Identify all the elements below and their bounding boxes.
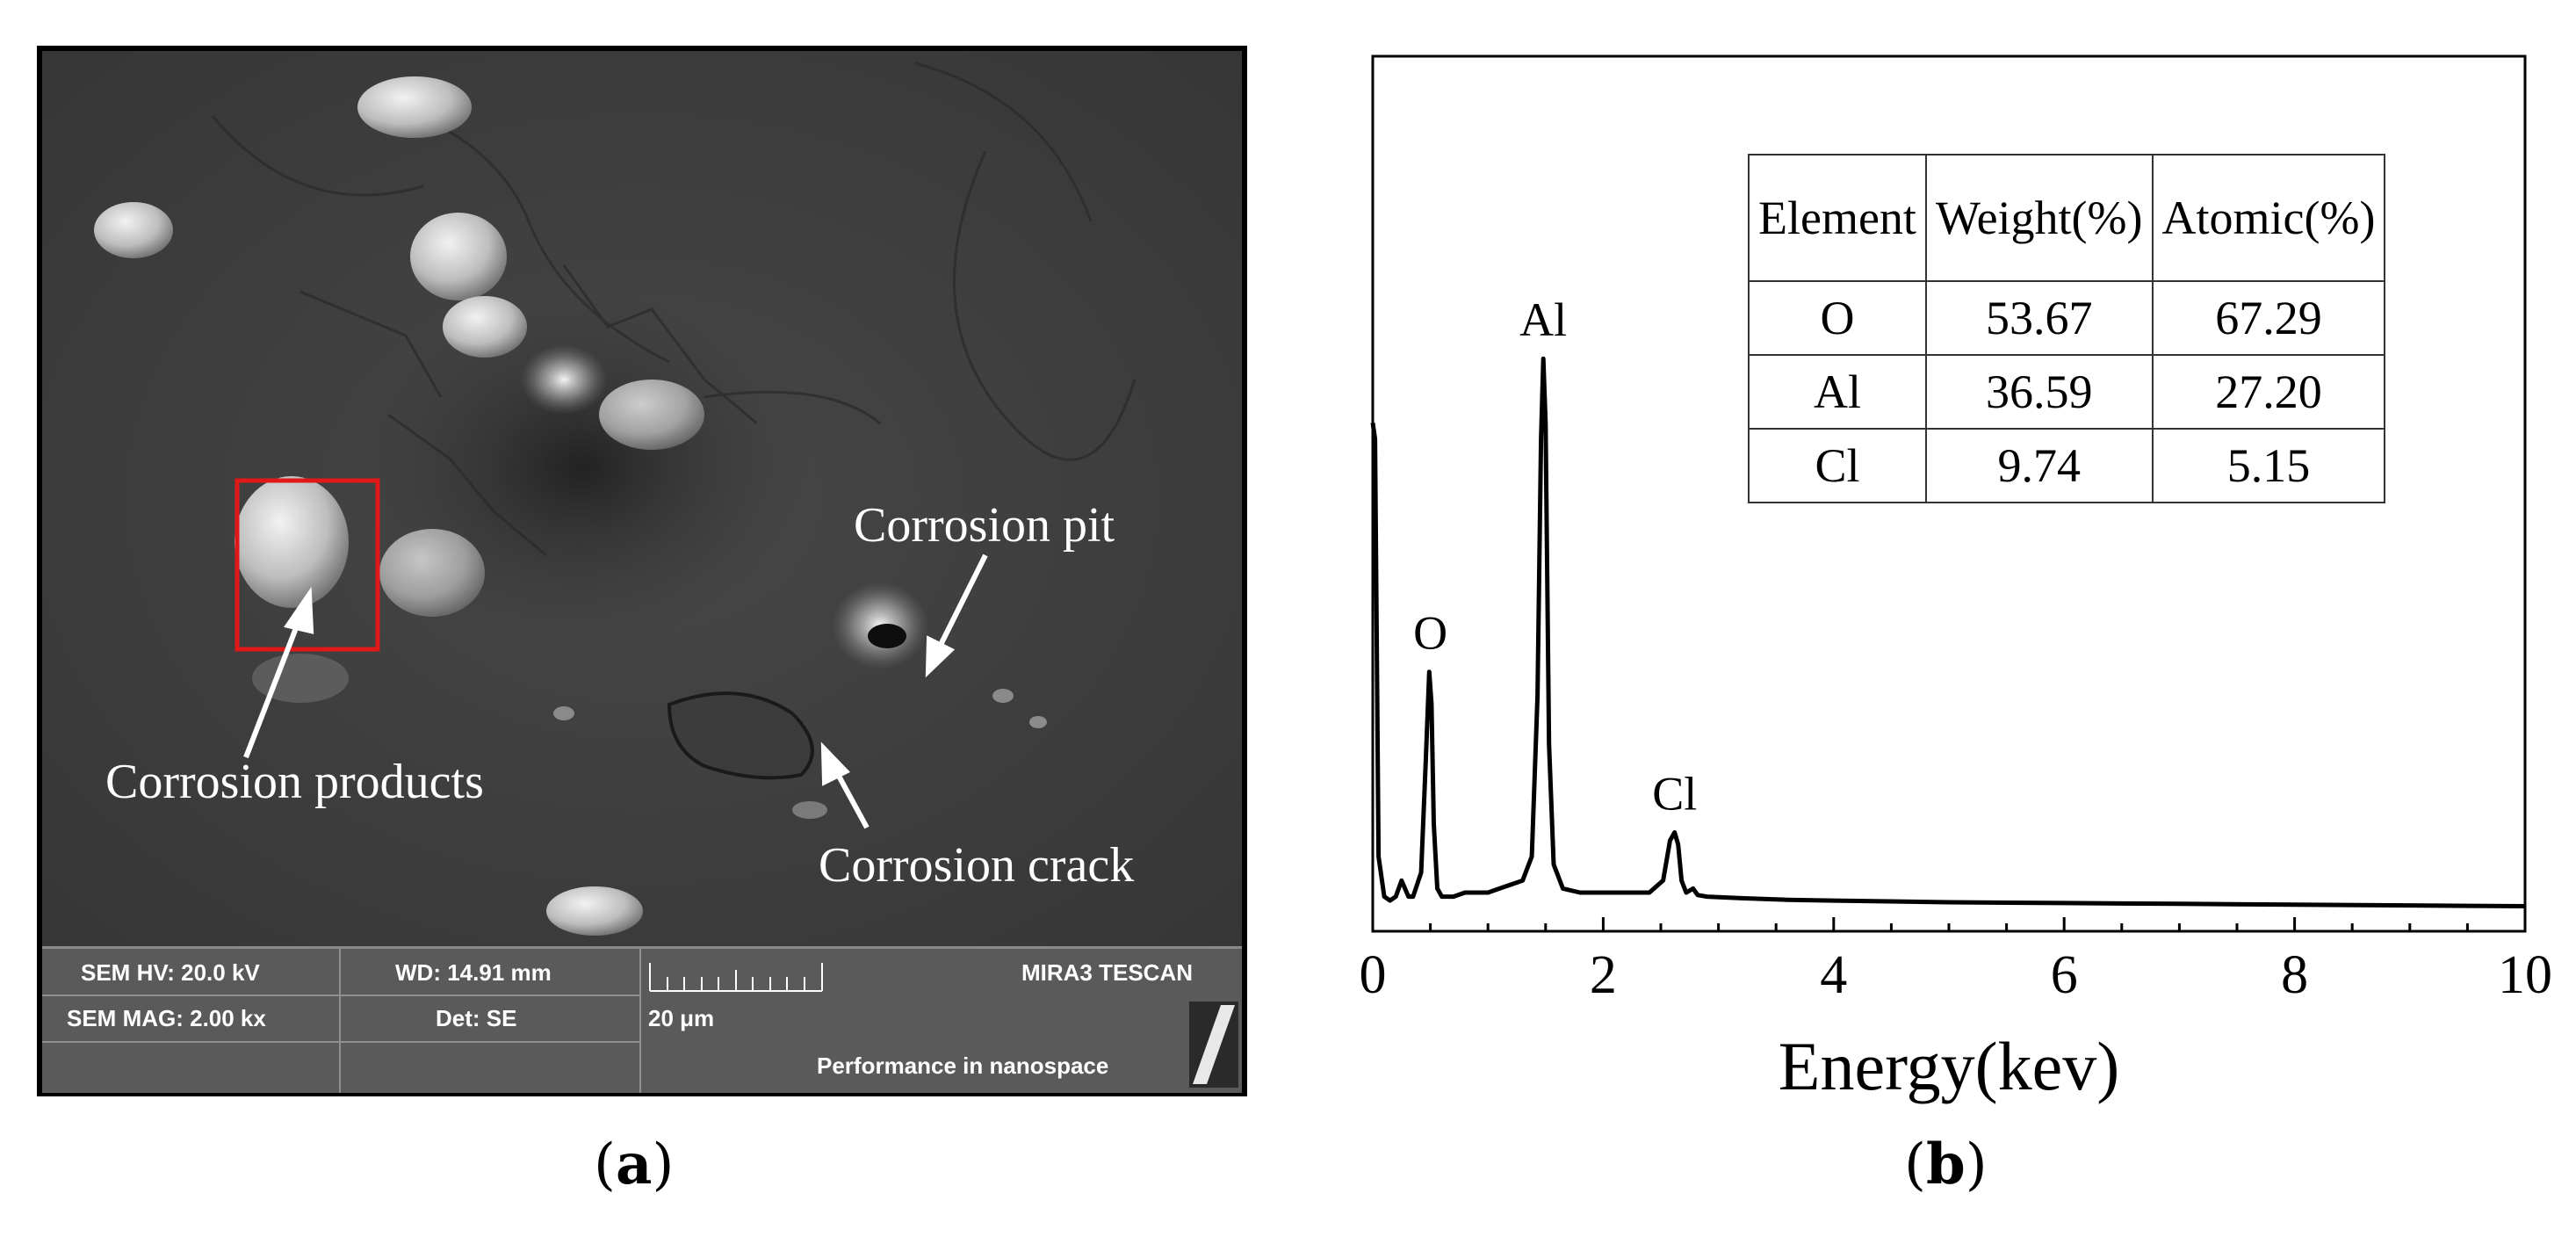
pit-arrowhead: [925, 635, 956, 678]
x-tick-label: 10: [2498, 945, 2552, 1005]
cell-atomic: 67.29: [2151, 280, 2386, 356]
table-row: O 53.67 67.29: [1748, 280, 2386, 356]
particle: [599, 380, 704, 450]
particle: [94, 202, 173, 258]
sem-micrograph: [42, 51, 1242, 947]
sem-info-bar: SEM HV: 20.0 kV WD: 14.91 mm MIRA3 TESCA…: [42, 946, 1242, 1093]
peak-label: O: [1413, 607, 1447, 660]
label-corrosion-pit: Corrosion pit: [854, 498, 1115, 553]
particle: [443, 296, 527, 358]
cell-weight: 36.59: [1924, 354, 2154, 430]
table-row: Cl 9.74 5.15: [1748, 428, 2386, 503]
label-corrosion-products: Corrosion products: [105, 755, 484, 809]
sem-mag: SEM MAG: 2.00 kx: [67, 1005, 266, 1031]
bar-divider: [339, 949, 341, 1093]
pit-arrow: [934, 553, 988, 654]
crack-arrow: [832, 766, 869, 829]
caption-a: (a): [594, 1132, 675, 1197]
peak-label: Cl: [1652, 767, 1697, 820]
particle: [1029, 716, 1047, 728]
products-arrow: [243, 615, 303, 759]
corrosion-product-cluster: [235, 476, 349, 608]
column-header-weight: Weight(%): [1924, 154, 2154, 282]
x-tick-label: 6: [2051, 945, 2078, 1005]
sem-wd: WD: 14.91 mm: [395, 959, 552, 986]
element-composition-table: Element Weight(%) Atomic(%) O 53.67 67.2…: [1748, 154, 2386, 503]
sem-hv: SEM HV: 20.0 kV: [81, 959, 260, 986]
particle: [357, 76, 472, 138]
particle: [992, 689, 1014, 703]
cell-element: Cl: [1748, 428, 1927, 503]
products-arrowhead: [284, 586, 314, 634]
sem-slogan: Performance in nanospace: [817, 1052, 1109, 1079]
x-axis-label: Energy(kev): [1779, 1028, 2119, 1104]
cell-weight: 9.74: [1924, 428, 2154, 503]
bar-divider: [639, 949, 641, 1093]
tescan-logo: [1189, 1002, 1238, 1088]
x-tick-label: 4: [1820, 945, 1847, 1005]
bar-divider: [42, 1041, 639, 1043]
x-tick-label: 2: [1590, 945, 1617, 1005]
sem-scale-label: 20 μm: [648, 1005, 715, 1031]
sem-brand: MIRA3 TESCAN: [1021, 959, 1194, 986]
cell-atomic: 27.20: [2151, 354, 2386, 430]
x-tick-label: 8: [2281, 945, 2308, 1005]
cell-atomic: 5.15: [2151, 428, 2386, 503]
cell-element: O: [1748, 280, 1927, 356]
bar-divider: [42, 994, 639, 996]
surface-cracks: [211, 61, 1136, 557]
column-header-element: Element: [1748, 154, 1927, 282]
particle: [546, 886, 643, 936]
x-ticks: [1371, 917, 2527, 931]
crack-outline: [667, 691, 814, 780]
crack-arrowhead: [820, 741, 850, 786]
peak-label: Al: [1519, 293, 1567, 346]
highlight-box: [235, 478, 380, 652]
sem-detector: Det: SE: [436, 1005, 517, 1031]
particle: [792, 801, 827, 819]
table-header-row: Element Weight(%) Atomic(%): [1748, 154, 2386, 282]
particle: [553, 706, 574, 720]
label-corrosion-crack: Corrosion crack: [819, 838, 1135, 893]
corrosion-pit: [868, 624, 906, 648]
spectrum-series: [1370, 356, 2526, 908]
caption-b: (b): [1904, 1132, 1988, 1197]
column-header-atomic: Atomic(%): [2151, 154, 2386, 282]
annotation-arrows: [243, 553, 988, 829]
table-row: Al 36.59 27.20: [1748, 354, 2386, 430]
glow-spot: [520, 344, 608, 415]
x-tick-labels: 0 2 4 6 8 10: [1360, 945, 2553, 1005]
cell-element: Al: [1748, 354, 1927, 430]
particle: [410, 213, 507, 300]
particle: [379, 529, 485, 617]
cell-weight: 53.67: [1924, 280, 2154, 356]
sem-micrograph-panel: Corrosion products Corrosion pit Corrosi…: [37, 46, 1247, 1096]
particle: [252, 654, 349, 703]
scale-bar: [649, 963, 823, 992]
x-tick-label: 0: [1360, 945, 1387, 1005]
